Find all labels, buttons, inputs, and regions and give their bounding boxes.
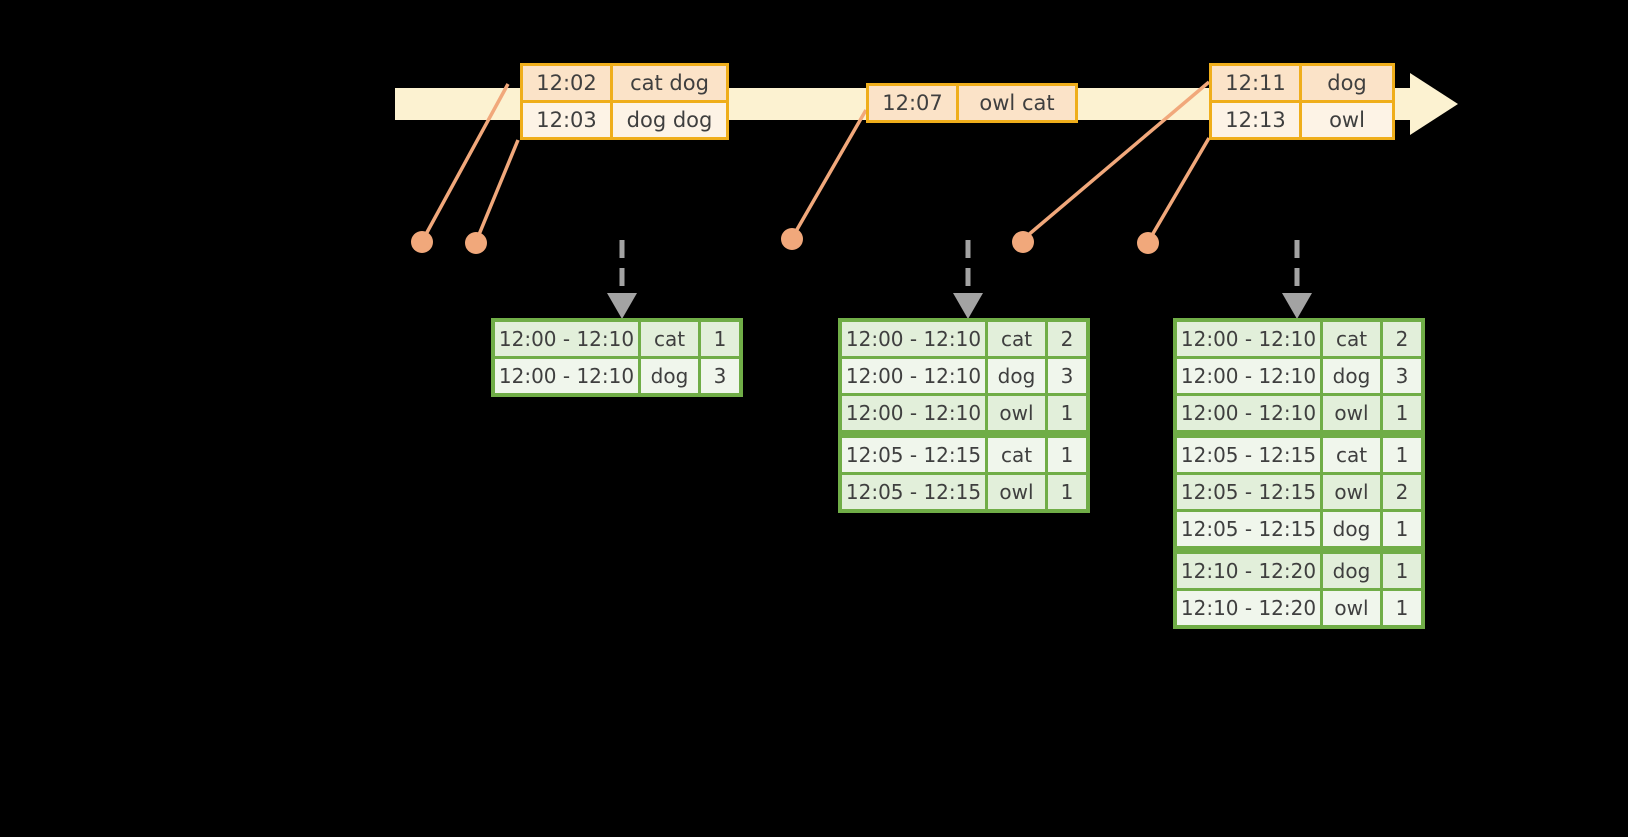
- count-cell: 2: [1383, 322, 1421, 356]
- count-cell: 1: [1048, 438, 1086, 472]
- timeline-arrowhead-icon: [1410, 73, 1458, 135]
- window-cell: 12:00 - 12:10: [842, 396, 985, 430]
- word-cell: owl: [1323, 591, 1380, 625]
- event-dot: [465, 232, 487, 254]
- event-dots: [411, 228, 1159, 254]
- window-cell: 12:00 - 12:10: [842, 359, 985, 393]
- count-cell: 1: [1383, 396, 1421, 430]
- count-cell: 2: [1383, 475, 1421, 509]
- word-cell: dog: [641, 359, 698, 393]
- word-cell: cat: [1323, 438, 1380, 472]
- event-connector-line: [1149, 137, 1211, 238]
- event-dot: [781, 228, 803, 250]
- count-cell: 3: [1048, 359, 1086, 393]
- count-cell: 1: [701, 322, 739, 356]
- event-time-cell: 12:07: [869, 86, 956, 120]
- event-connector-line: [1025, 80, 1211, 238]
- event-connector-line: [476, 139, 520, 238]
- word-cell: dog: [1323, 512, 1380, 546]
- event-words-cell: owl: [1302, 103, 1392, 137]
- event-connector-line: [793, 109, 868, 234]
- word-cell: owl: [1323, 396, 1380, 430]
- window-cell: 12:10 - 12:20: [1177, 554, 1320, 588]
- down-arrowhead-icon: [1282, 293, 1312, 319]
- count-cell: 1: [1383, 591, 1421, 625]
- down-arrowhead-icon: [607, 293, 637, 319]
- count-cell: 2: [1048, 322, 1086, 356]
- word-cell: owl: [1323, 475, 1380, 509]
- window-cell: 12:05 - 12:15: [1177, 438, 1320, 472]
- word-cell: cat: [1323, 322, 1380, 356]
- word-cell: cat: [988, 322, 1045, 356]
- window-cell: 12:00 - 12:10: [1177, 396, 1320, 430]
- event-words-cell: cat dog: [613, 66, 726, 100]
- window-cell: 12:00 - 12:10: [495, 322, 638, 356]
- event-connector-lines: [423, 80, 1211, 238]
- count-cell: 1: [1048, 475, 1086, 509]
- trigger-arrowheads: [607, 293, 1312, 319]
- word-cell: dog: [1323, 359, 1380, 393]
- event-words-cell: owl cat: [959, 86, 1075, 120]
- count-cell: 1: [1383, 554, 1421, 588]
- event-dot: [1012, 231, 1034, 253]
- word-cell: cat: [641, 322, 698, 356]
- event-time-cell: 12:13: [1212, 103, 1299, 137]
- count-cell: 1: [1048, 396, 1086, 430]
- down-arrowhead-icon: [953, 293, 983, 319]
- event-dot: [1137, 232, 1159, 254]
- word-cell: owl: [988, 396, 1045, 430]
- window-cell: 12:00 - 12:10: [495, 359, 638, 393]
- window-cell: 12:10 - 12:20: [1177, 591, 1320, 625]
- window-cell: 12:00 - 12:10: [1177, 322, 1320, 356]
- window-cell: 12:00 - 12:10: [842, 322, 985, 356]
- word-cell: dog: [1323, 554, 1380, 588]
- count-cell: 1: [1383, 512, 1421, 546]
- window-cell: 12:05 - 12:15: [842, 438, 985, 472]
- window-cell: 12:05 - 12:15: [1177, 512, 1320, 546]
- window-cell: 12:05 - 12:15: [1177, 475, 1320, 509]
- event-time-cell: 12:02: [523, 66, 610, 100]
- count-cell: 1: [1383, 438, 1421, 472]
- count-cell: 3: [701, 359, 739, 393]
- word-cell: dog: [988, 359, 1045, 393]
- window-cell: 12:00 - 12:10: [1177, 359, 1320, 393]
- event-connector-line: [423, 83, 510, 237]
- event-words-cell: dog dog: [613, 103, 726, 137]
- word-cell: owl: [988, 475, 1045, 509]
- event-words-cell: dog: [1302, 66, 1392, 100]
- trigger-arrows: [619, 240, 1300, 298]
- event-dot: [411, 231, 433, 253]
- event-time-cell: 12:11: [1212, 66, 1299, 100]
- event-time-cell: 12:03: [523, 103, 610, 137]
- word-cell: cat: [988, 438, 1045, 472]
- count-cell: 3: [1383, 359, 1421, 393]
- window-cell: 12:05 - 12:15: [842, 475, 985, 509]
